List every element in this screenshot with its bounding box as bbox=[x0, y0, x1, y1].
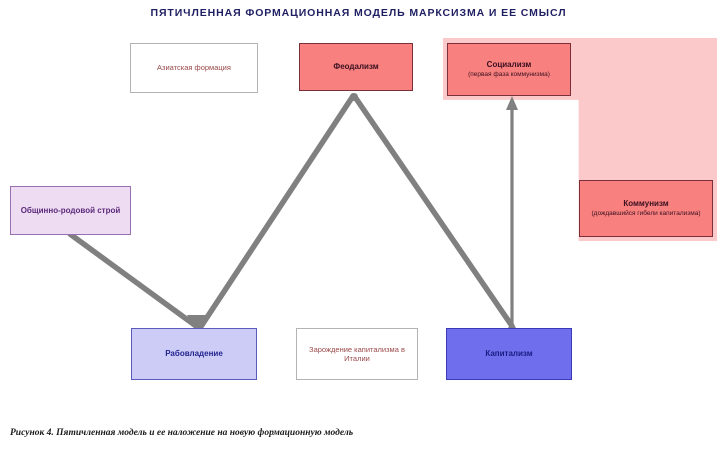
node-communism[interactable]: Коммунизм (дождавшийся гибели капитализм… bbox=[579, 180, 713, 237]
node-capitalism-label: Капитализм bbox=[485, 349, 533, 358]
node-asian-formation-label: Азиатская формация bbox=[157, 63, 231, 73]
node-feudalism[interactable]: Феодализм bbox=[299, 43, 413, 91]
node-italy-capitalism-birth-label: Зарождение капитализма в Италии bbox=[309, 344, 405, 363]
node-slavery-label: Рабовладение bbox=[165, 349, 223, 358]
node-communism-sublabel: (дождавшийся гибели капитализма) bbox=[591, 209, 701, 217]
node-communism-label: Коммунизм bbox=[623, 198, 669, 208]
node-capitalism[interactable]: Капитализм bbox=[446, 328, 572, 380]
node-communism-text: Коммунизм (дождавшийся гибели капитализм… bbox=[592, 199, 701, 218]
node-clan-communal-system[interactable]: Общинно-родовой строй bbox=[10, 186, 131, 235]
node-slavery[interactable]: Рабовладение bbox=[131, 328, 257, 380]
figure-caption: Рисунок 4. Пятичленная модель и ее налож… bbox=[10, 428, 354, 438]
page-title: ПЯТИЧЛЕННАЯ ФОРМАЦИОННАЯ МОДЕЛЬ МАРКСИЗМ… bbox=[150, 7, 567, 19]
node-socialism-label: Социализм bbox=[486, 59, 532, 69]
node-clan-communal-system-label: Общинно-родовой строй bbox=[20, 205, 121, 215]
node-socialism-sublabel: (первая фаза коммунизма) bbox=[468, 70, 550, 78]
node-italy-capitalism-birth[interactable]: Зарождение капитализма в Италии bbox=[296, 328, 418, 380]
node-asian-formation[interactable]: Азиатская формация bbox=[130, 43, 258, 93]
node-socialism[interactable]: Социализм (первая фаза коммунизма) bbox=[447, 43, 571, 96]
node-feudalism-label: Феодализм bbox=[333, 62, 379, 71]
node-socialism-text: Социализм (первая фаза коммунизма) bbox=[468, 60, 550, 79]
